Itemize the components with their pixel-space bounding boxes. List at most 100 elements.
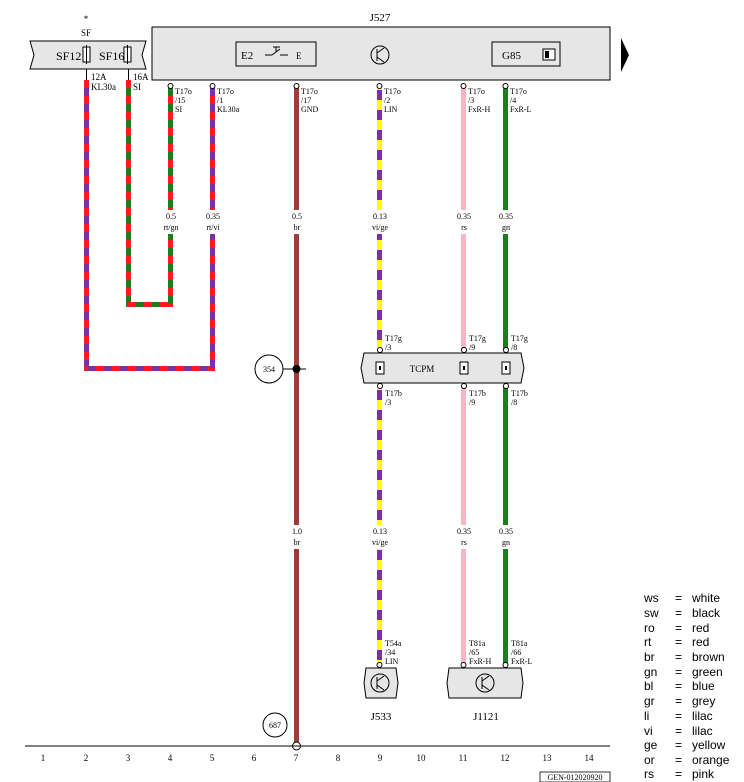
wire-si-j527-side bbox=[168, 86, 173, 307]
legend-code: vi bbox=[644, 724, 653, 738]
legend-code: li bbox=[644, 709, 649, 723]
legend-eq: = bbox=[675, 665, 682, 679]
pin-lin-signal: LIN bbox=[384, 105, 398, 114]
legend-eq: = bbox=[675, 621, 682, 635]
e2-switch-box bbox=[235, 41, 317, 67]
j527-module: E2 E G85 bbox=[151, 26, 629, 81]
column-number: 7 bbox=[294, 753, 299, 763]
wire-lin-color: vi/ge bbox=[372, 223, 388, 232]
legend-code: gr bbox=[644, 694, 655, 708]
legend-eq: = bbox=[675, 738, 682, 752]
sensor-icon bbox=[542, 48, 556, 61]
column-number: 6 bbox=[252, 753, 257, 763]
tcpm-up-lin-connector: T17g bbox=[385, 334, 402, 343]
transistor-icon bbox=[370, 45, 390, 65]
j1121-pin-h-signal: FxR-H bbox=[469, 657, 491, 666]
j533-pin-signal: LIN bbox=[385, 657, 399, 666]
pin-gnd-signal: GND bbox=[301, 105, 319, 114]
pin-gnd-connector: T17o bbox=[301, 87, 318, 96]
wire-si-color: rt/gn bbox=[163, 223, 178, 232]
column-number: 10 bbox=[417, 753, 427, 763]
tcpm-up-fxr-h-pin: /9 bbox=[469, 343, 475, 352]
footer-code-box bbox=[539, 771, 611, 782]
wire-lin-lower-gauge: 0.13 bbox=[373, 527, 387, 536]
column-number: 5 bbox=[210, 753, 215, 763]
wire-lin-gauge: 0.13 bbox=[373, 212, 387, 221]
legend-name: lilac bbox=[692, 709, 713, 723]
fuse-group-mark: * bbox=[84, 14, 89, 24]
legend-code: bl bbox=[644, 679, 653, 693]
lower-wire-specs: 1.0 br 0.13 vi/ge 0.35 rs 0.35 gn bbox=[286, 525, 518, 549]
legend-code: ws bbox=[643, 591, 659, 605]
legend-name: yellow bbox=[692, 738, 726, 752]
legend-name: brown bbox=[692, 650, 725, 664]
legend-name: green bbox=[692, 665, 723, 679]
legend-name: red bbox=[692, 621, 709, 635]
ground-point-354-label: 354 bbox=[263, 365, 275, 374]
pin-kl30a-connector: T17o bbox=[217, 87, 234, 96]
legend-code: sw bbox=[644, 606, 659, 620]
j533-pin-connector: T54a bbox=[385, 639, 402, 648]
wire-gnd-gauge: 0.5 bbox=[292, 212, 302, 221]
fuse-sf16-label: SF16 bbox=[99, 49, 124, 63]
pin-fxr-l-connector: T17o bbox=[510, 87, 527, 96]
pin-fxr-l-signal: FxR-L bbox=[510, 105, 531, 114]
tcpm-pin-glyph-dots bbox=[379, 366, 507, 370]
j1121-pin-l-signal: FxR-L bbox=[511, 657, 532, 666]
legend-name: black bbox=[692, 606, 721, 620]
tcpm-up-fxr-l-connector: T17g bbox=[511, 334, 528, 343]
column-number: 1 bbox=[41, 753, 46, 763]
tcpm-label: TCPM bbox=[410, 364, 435, 374]
legend-code: ro bbox=[644, 621, 655, 635]
column-number: 12 bbox=[501, 753, 510, 763]
column-number: 4 bbox=[168, 753, 173, 763]
tcpm-up-fxr-l-pin: /8 bbox=[511, 343, 517, 352]
tcpm-low-fxr-h-connector: T17b bbox=[469, 389, 486, 398]
wire-kl30a-color: rt/vi bbox=[206, 223, 220, 232]
j1121-pin-l-connector: T81a bbox=[511, 639, 528, 648]
j533-label: J533 bbox=[371, 711, 392, 723]
wire-fxr-h-gauge: 0.35 bbox=[457, 212, 471, 221]
wire-fxr-h-lower-gauge: 0.35 bbox=[457, 527, 471, 536]
tcpm-up-fxr-h-connector: T17g bbox=[469, 334, 486, 343]
tcpm-module: TCPM bbox=[360, 347, 525, 389]
column-number: 2 bbox=[84, 753, 89, 763]
wire-gnd-brown bbox=[294, 86, 299, 744]
column-number: 3 bbox=[126, 753, 131, 763]
j527-label: J527 bbox=[370, 12, 391, 24]
legend-code: gn bbox=[644, 665, 657, 679]
tcpm-up-lin-pin: /3 bbox=[385, 343, 391, 352]
j533-module bbox=[363, 667, 399, 699]
fuse-group-label: SF bbox=[81, 28, 91, 38]
ground-point-687 bbox=[262, 712, 288, 738]
tcpm-low-lin-pin: /3 bbox=[385, 398, 391, 407]
e-label: E bbox=[296, 51, 302, 61]
legend-name: pink bbox=[692, 767, 715, 781]
wire-si-fuse-side bbox=[126, 80, 131, 306]
column-number: 14 bbox=[585, 753, 595, 763]
upper-wire-specs: 0.5 rt/gn 0.35 rt/vi 0.5 br 0.13 vi/ge 0… bbox=[160, 210, 518, 234]
wire-si-gauge: 0.5 bbox=[166, 212, 176, 221]
wire-gnd-lower-color: br bbox=[294, 538, 301, 547]
ground-junction-dot bbox=[292, 365, 301, 373]
pin-fxr-h-signal: FxR-H bbox=[468, 105, 490, 114]
fuse-sf12-rating: 12A bbox=[91, 72, 107, 82]
legend-eq: = bbox=[675, 767, 682, 781]
fuse-sf12-signal: KL30a bbox=[91, 82, 116, 92]
legend-name: red bbox=[692, 635, 709, 649]
ground-point-687-label: 687 bbox=[269, 721, 281, 730]
legend-name: orange bbox=[692, 753, 730, 767]
column-number: 13 bbox=[543, 753, 553, 763]
pin-fxr-h-number: /3 bbox=[468, 96, 474, 105]
j1121-pin-l-number: /66 bbox=[511, 648, 521, 657]
legend-eq: = bbox=[675, 753, 682, 767]
wire-kl30a-gauge: 0.35 bbox=[206, 212, 220, 221]
wire-kl30a-fuse-side bbox=[84, 80, 89, 369]
legend-code: ge bbox=[644, 738, 658, 752]
legend-code: rs bbox=[644, 767, 654, 781]
wire-si-bottom-run bbox=[126, 302, 173, 307]
j527-pin-labels: T17o /15 SI T17o /1 KL30a T17o /17 GND T… bbox=[175, 87, 531, 114]
legend-name: lilac bbox=[692, 724, 713, 738]
legend-code: rt bbox=[644, 635, 652, 649]
wire-fxr-l-gauge: 0.35 bbox=[499, 212, 513, 221]
